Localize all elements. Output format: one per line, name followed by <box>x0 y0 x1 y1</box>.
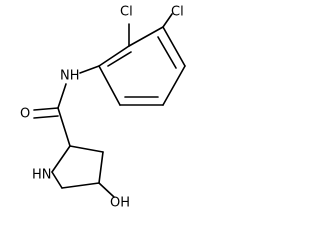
bond-c2-c3 <box>69 145 104 153</box>
bond-c-cl-right <box>162 13 173 28</box>
bond-c5-n1 <box>51 171 63 189</box>
pyrrolidine-ring <box>51 145 104 189</box>
bond-carbonyl-c2 <box>57 107 71 147</box>
bond-nh-carbonyl <box>57 83 67 109</box>
bond-ring-c3-c4 <box>162 65 186 106</box>
bond-ring-nh <box>79 65 100 74</box>
benzene-ring <box>98 26 186 106</box>
bond-ring-double-3 <box>107 51 132 67</box>
bond-carbonyl-o <box>33 107 59 111</box>
bond-carbonyl-o-double <box>33 115 59 119</box>
bond-n1-c2 <box>51 145 71 173</box>
atom-oxygen: O <box>20 107 30 122</box>
bond-ring-c5-c6 <box>98 65 121 106</box>
structure-diagram: Cl Cl NH O HN OH <box>20 5 186 211</box>
bond-c4-c5 <box>61 182 100 189</box>
atom-nh-amide: NH <box>60 69 80 84</box>
bond-ring-c2-c3 <box>162 26 186 67</box>
atom-hydroxyl: OH <box>110 196 130 211</box>
bond-c3-c4 <box>98 151 104 184</box>
atom-cl-upper: Cl <box>120 5 133 20</box>
bond-ring-c1-c2 <box>128 26 164 47</box>
atom-hn-ring: HN <box>32 168 52 183</box>
bond-ring-c6-c1 <box>98 45 130 67</box>
atom-cl-right: Cl <box>171 5 184 20</box>
bond-ring-double-1 <box>157 36 177 69</box>
bond-c4-oh <box>98 182 115 198</box>
